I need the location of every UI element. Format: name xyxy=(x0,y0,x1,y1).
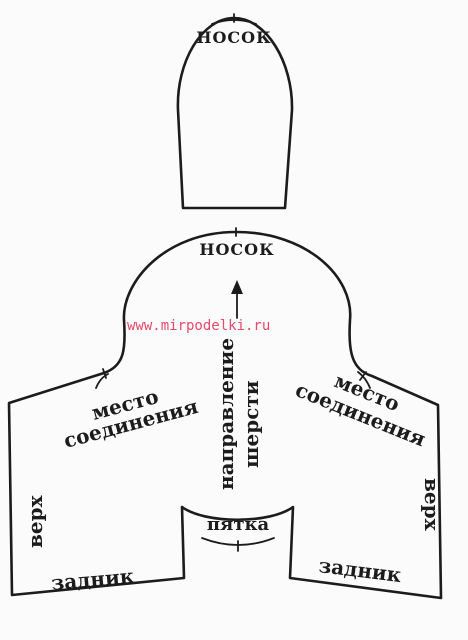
main-piece-toe-label: НОСОК xyxy=(199,240,274,259)
direction-arrow-head xyxy=(231,280,243,294)
joint-right-arc-mark xyxy=(357,371,371,389)
toe-piece-label: НОСОК xyxy=(196,28,271,47)
joint-left-arc-mark xyxy=(95,373,109,389)
top-left-label: верх xyxy=(23,494,47,548)
toe-piece-arc-mark xyxy=(211,19,257,25)
main-piece-outline xyxy=(7,230,443,600)
direction-label-line2: шерсти xyxy=(239,380,263,468)
top-right-label: верх xyxy=(420,478,444,532)
joint-left-tick xyxy=(102,368,107,379)
watermark-text: www.mirpodelki.ru xyxy=(127,318,270,334)
joint-right-tick xyxy=(359,371,367,381)
direction-label-line1: направление xyxy=(214,338,238,490)
back-left-label: задник xyxy=(50,564,135,595)
heel-label: пятка xyxy=(207,514,270,535)
